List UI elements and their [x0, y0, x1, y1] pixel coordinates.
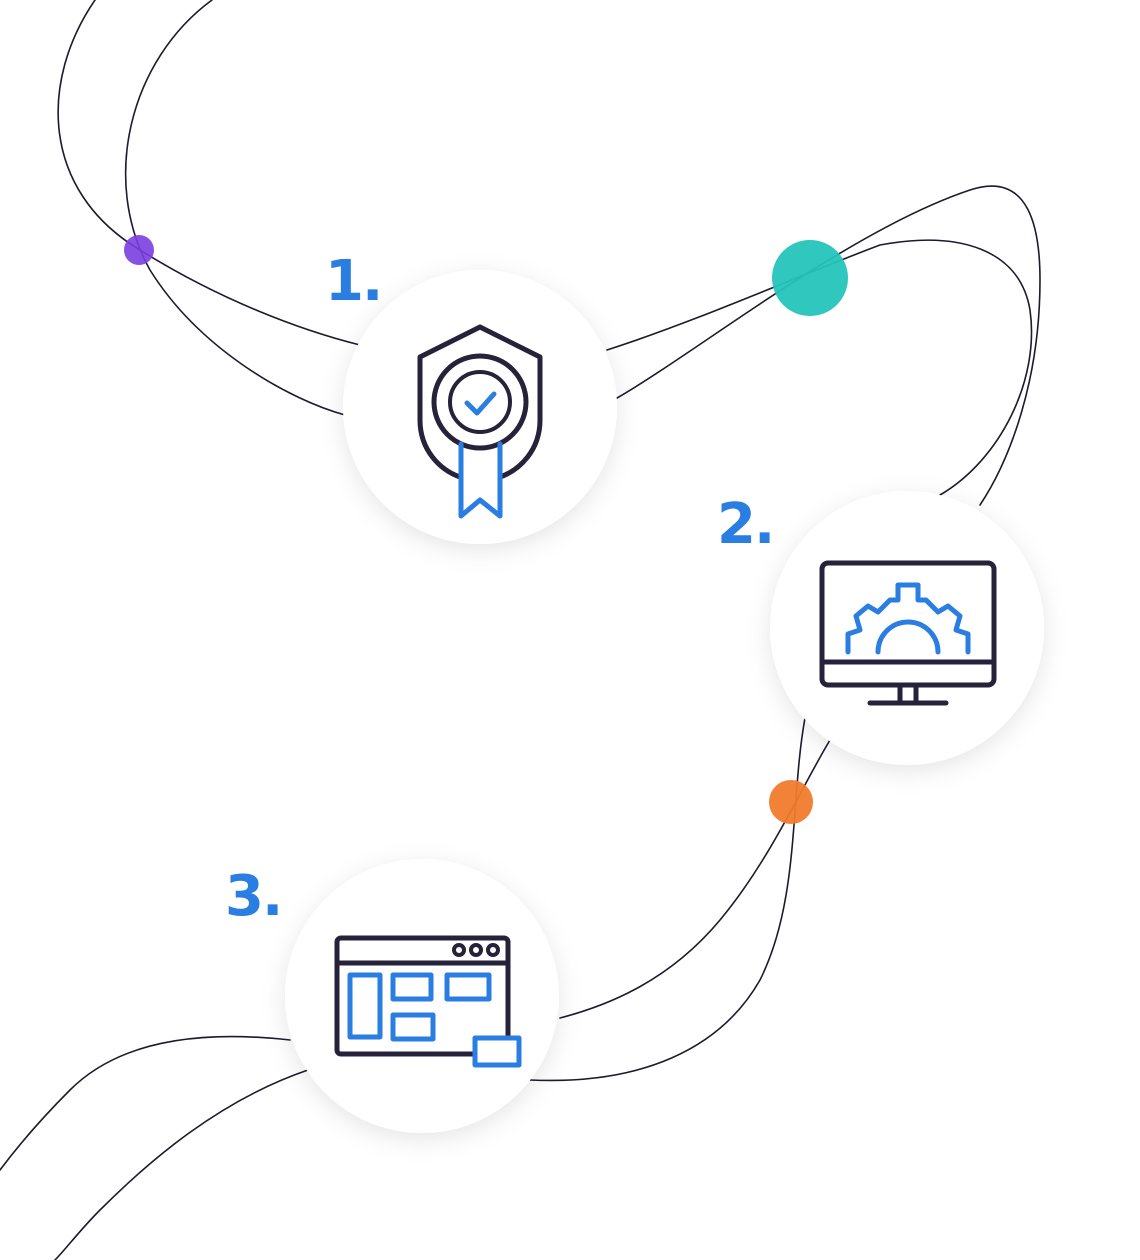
purple-dot: [124, 235, 154, 265]
step-1-number: 1.: [325, 249, 381, 314]
step-1: 1.: [325, 249, 617, 544]
award-badge-icon: [417, 324, 543, 519]
step-3-number: 3.: [225, 864, 281, 929]
path-b: [124, 0, 346, 416]
step-2-circle: [770, 491, 1044, 765]
step-2-number: 2.: [717, 492, 773, 557]
path-d: [616, 185, 1041, 506]
monitor-gear-icon: [819, 560, 997, 706]
teal-dot: [772, 240, 848, 316]
path-g: [0, 1035, 291, 1171]
step-2: 2.: [717, 491, 1044, 765]
path-f: [529, 717, 806, 1082]
step-3-circle: [285, 859, 559, 1133]
browser-layout-icon: [334, 935, 522, 1068]
path-h: [54, 1069, 309, 1260]
path-c: [606, 239, 1033, 496]
step-3: 3.: [225, 859, 559, 1133]
orange-dot: [769, 780, 813, 824]
path-a: [57, 0, 361, 346]
